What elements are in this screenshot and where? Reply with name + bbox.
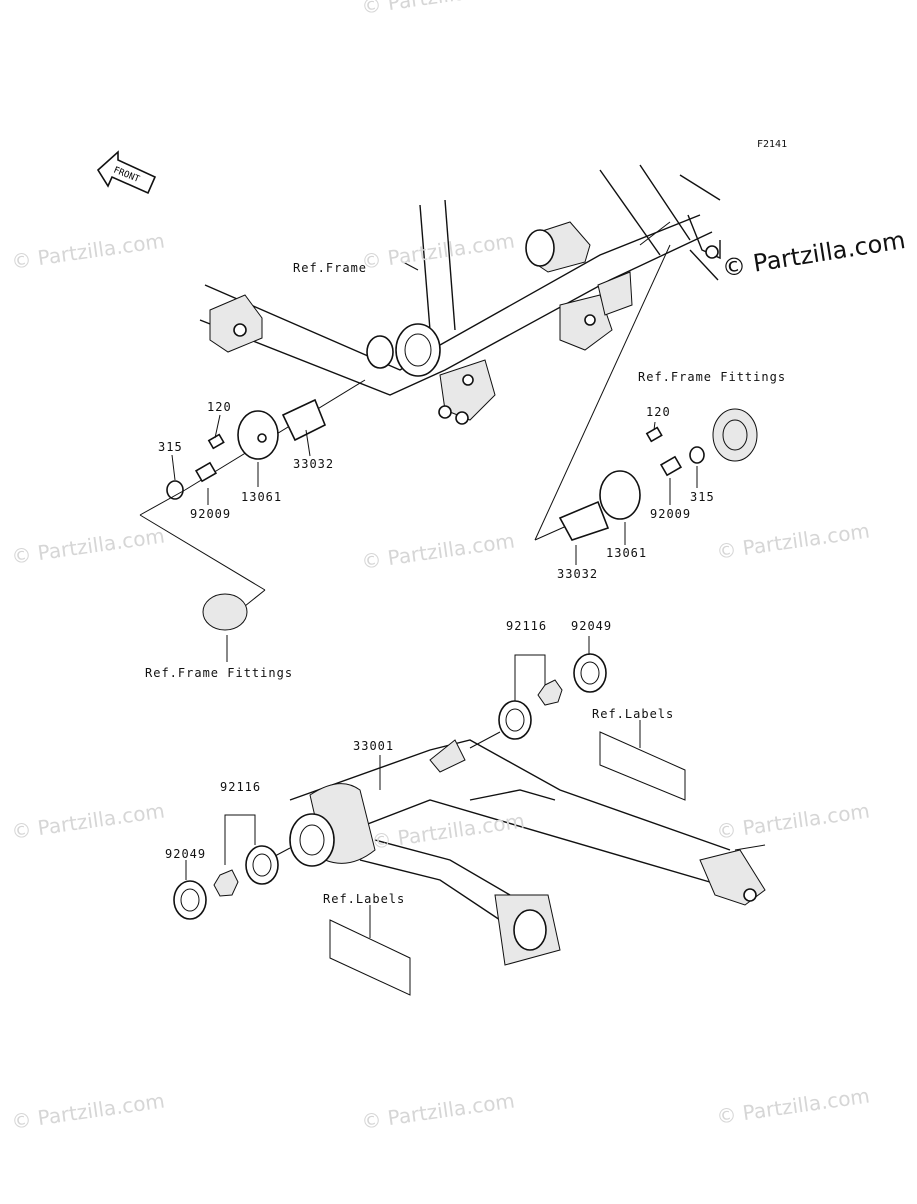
bearing-set-upper (469, 653, 607, 749)
part-label-315: 315 (690, 490, 715, 504)
left-mount-cluster (139, 379, 366, 631)
ref-labels-box-right (599, 731, 686, 801)
part-label-120: 120 (207, 400, 232, 414)
part-label-13061: 13061 (606, 546, 648, 560)
label-ref-labels-right: Ref.Labels (592, 707, 675, 721)
frame-drawing (199, 164, 721, 425)
label-ref-frame-fittings-top: Ref.Frame Fittings (638, 370, 787, 384)
part-label-13061: 13061 (241, 490, 283, 504)
part-label-92116: 92116 (506, 619, 548, 633)
part-label-92049: 92049 (165, 847, 207, 861)
label-ref-frame: Ref.Frame (293, 261, 368, 275)
part-label-33032: 33032 (293, 457, 335, 471)
front-arrow-icon: FRONT (96, 150, 157, 195)
ref-labels-box-left (329, 919, 411, 996)
label-ref-frame-fittings-left: Ref.Frame Fittings (145, 666, 294, 680)
part-label-315: 315 (158, 440, 183, 454)
label-ref-labels-left: Ref.Labels (323, 892, 406, 906)
bearing-set-lower (173, 814, 279, 920)
part-label-33032: 33032 (557, 567, 599, 581)
leader-lines (171, 414, 698, 880)
part-label-92009: 92009 (650, 507, 692, 521)
part-label-92009: 92009 (190, 507, 232, 521)
part-label-33001: 33001 (353, 739, 395, 753)
swing-arm-drawing (274, 739, 766, 966)
part-label-92116: 92116 (220, 780, 262, 794)
right-mount-cluster (534, 244, 758, 541)
part-label-120: 120 (646, 405, 671, 419)
part-label-92049: 92049 (571, 619, 613, 633)
figure-id: F2141 (757, 139, 788, 150)
